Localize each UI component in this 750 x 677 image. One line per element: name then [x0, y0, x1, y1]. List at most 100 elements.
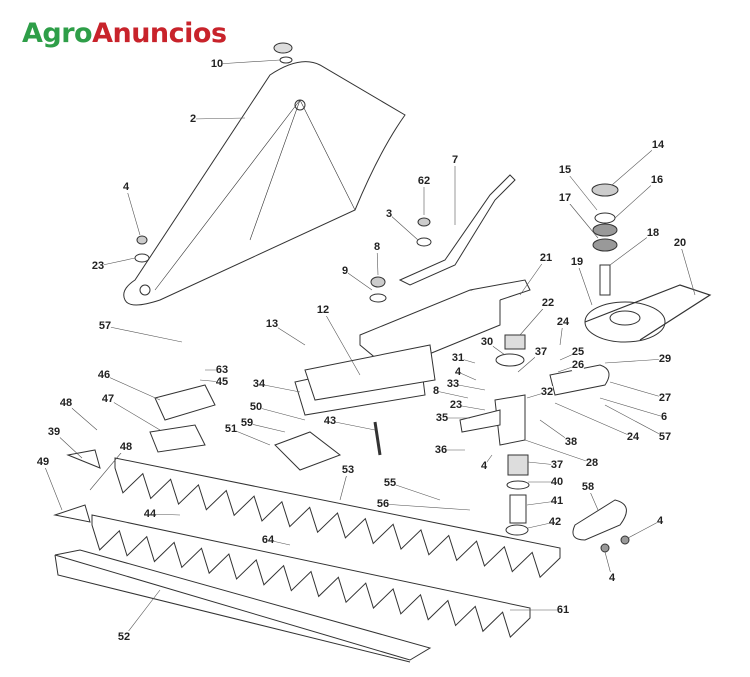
part-bottom-plate	[54, 549, 432, 661]
part-callout-52: 52	[117, 631, 131, 643]
part-arm	[398, 174, 516, 286]
part-callout-37: 37	[534, 346, 548, 358]
leader-line	[524, 439, 593, 464]
leader-line	[435, 390, 469, 399]
part-callout-4: 4	[454, 366, 462, 378]
part-callout-15: 15	[558, 164, 572, 176]
part-callout-20: 20	[673, 237, 687, 249]
part-callout-24: 24	[556, 316, 570, 328]
part-callout-48: 48	[119, 441, 133, 453]
part-callout-62: 62	[417, 175, 431, 187]
part-callout-4: 4	[480, 460, 488, 472]
leader-line	[123, 589, 161, 638]
part-callout-58: 58	[581, 481, 595, 493]
part-callout-28: 28	[585, 457, 599, 469]
leader-line	[599, 397, 665, 418]
knife-sections	[114, 457, 561, 579]
part-callout-16: 16	[650, 174, 664, 186]
part-pitman	[549, 364, 610, 396]
part-callout-38: 38	[564, 436, 578, 448]
part-callout-50: 50	[249, 401, 263, 413]
part-callout-17: 17	[558, 192, 572, 204]
part-callout-4: 4	[608, 572, 616, 584]
part-callout-13: 13	[265, 318, 279, 330]
leader-line	[344, 270, 373, 291]
leader-line	[611, 144, 659, 186]
part-callout-6: 6	[660, 411, 668, 423]
part-callout-8: 8	[432, 385, 440, 397]
part-callout-23: 23	[91, 260, 105, 272]
leader-line	[388, 213, 419, 241]
leader-line	[554, 402, 634, 438]
leader-line	[103, 374, 161, 401]
leader-line	[216, 59, 281, 65]
part-callout-57: 57	[98, 320, 112, 332]
part-callout-7: 7	[451, 154, 459, 166]
part-nut-top	[273, 42, 293, 54]
part-callout-53: 53	[341, 464, 355, 476]
part-callout-14: 14	[651, 139, 665, 151]
part-callout-21: 21	[539, 252, 553, 264]
part-callout-42: 42	[548, 516, 562, 528]
part-callout-33: 33	[446, 378, 460, 390]
leader-line	[42, 461, 63, 511]
part-callout-36: 36	[434, 444, 448, 456]
part-callout-55: 55	[383, 477, 397, 489]
leader-line	[329, 420, 376, 431]
part-knife-bar-bottom	[91, 514, 531, 639]
part-callout-31: 31	[451, 352, 465, 364]
part-callout-4: 4	[656, 515, 664, 527]
part-knife-clip	[154, 384, 216, 421]
leader-line	[125, 186, 141, 236]
part-callout-40: 40	[550, 476, 564, 488]
leader-line	[230, 428, 271, 446]
part-callout-64: 64	[261, 534, 275, 546]
knife-sections	[91, 514, 531, 639]
part-callout-4: 4	[122, 181, 130, 193]
leader-line	[609, 381, 666, 399]
part-callout-23: 23	[449, 399, 463, 411]
leader-line	[97, 257, 136, 267]
leader-line	[604, 358, 666, 364]
part-callout-35: 35	[435, 412, 449, 424]
part-callout-46: 46	[97, 369, 111, 381]
leader-line	[382, 503, 471, 511]
part-callout-2: 2	[189, 113, 197, 125]
leader-line	[107, 398, 161, 431]
leader-line	[389, 482, 441, 501]
part-callout-43: 43	[323, 415, 337, 427]
agroanuncios-logo: AgroAnuncios	[22, 18, 227, 49]
part-callout-34: 34	[252, 378, 266, 390]
leader-line	[564, 169, 598, 211]
part-callout-57: 57	[658, 431, 672, 443]
part-callout-61: 61	[556, 604, 570, 616]
leader-line	[679, 242, 696, 296]
leader-line	[192, 117, 246, 120]
part-callout-19: 19	[570, 256, 584, 268]
part-callout-9: 9	[341, 265, 349, 277]
part-pulley	[584, 301, 666, 343]
part-callout-18: 18	[646, 227, 660, 239]
part-callout-8: 8	[373, 241, 381, 253]
part-callout-26: 26	[571, 359, 585, 371]
leader-line	[246, 422, 286, 433]
leader-line	[322, 309, 361, 376]
part-guard	[123, 61, 406, 306]
leader-line	[255, 406, 306, 421]
part-callout-59: 59	[240, 417, 254, 429]
part-callout-63: 63	[215, 364, 229, 376]
part-callout-39: 39	[47, 426, 61, 438]
part-callout-22: 22	[541, 297, 555, 309]
leader-line	[89, 446, 127, 491]
part-58	[572, 499, 627, 541]
leader-line	[614, 179, 658, 219]
part-callout-49: 49	[36, 456, 50, 468]
part-callout-47: 47	[101, 393, 115, 405]
leader-line	[604, 404, 666, 438]
part-callout-37: 37	[550, 459, 564, 471]
leader-line	[564, 197, 599, 239]
part-callout-27: 27	[658, 392, 672, 404]
leader-line	[519, 257, 547, 296]
